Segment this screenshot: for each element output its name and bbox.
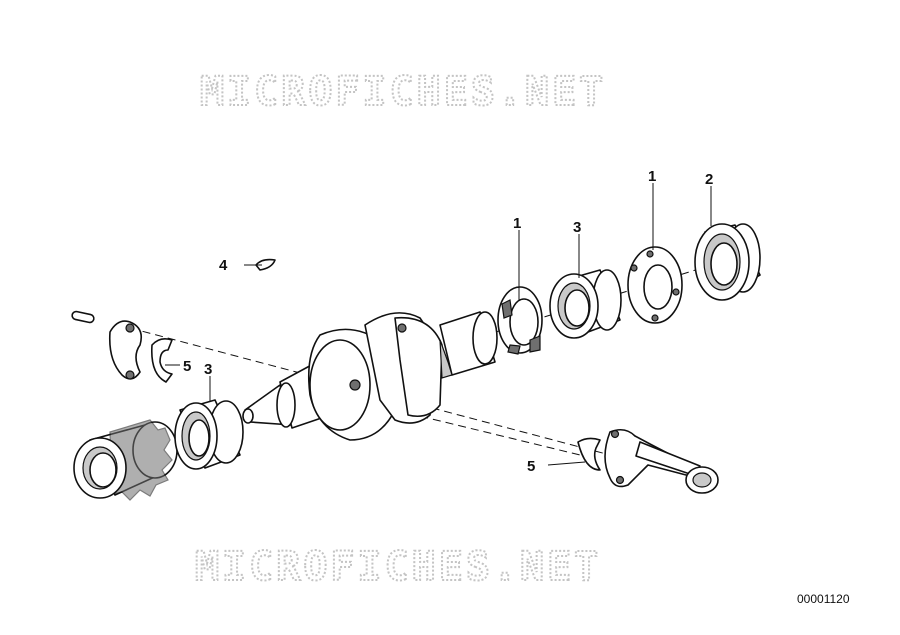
callout-3-main-bearing-front: 3 <box>204 361 212 378</box>
leader-lines <box>165 183 712 466</box>
conrod-bearing-cap <box>108 320 143 380</box>
shaft-seal <box>694 223 761 301</box>
callout-1-thrust-shell: 1 <box>513 215 521 232</box>
callout-5-bearing-shell-lower: 5 <box>527 458 535 475</box>
main-bearing-front <box>174 399 244 470</box>
callout-1-bearing-cover: 1 <box>648 168 656 185</box>
document-id: 00001120 <box>797 592 850 606</box>
crankshaft-sprocket <box>73 419 178 501</box>
crankshaft <box>242 311 498 441</box>
callout-2-shaft-seal: 2 <box>705 171 713 188</box>
bearing-cover <box>627 246 683 324</box>
dowel-pin <box>71 310 95 324</box>
callout-4-woodruff-key: 4 <box>219 257 228 274</box>
watermark-top: MICROFICHES.NET <box>200 69 606 115</box>
conrod-bearing-shell-upper <box>150 338 173 383</box>
connecting-rod <box>604 428 719 494</box>
conrod-bearing-shell-lower <box>577 437 601 471</box>
callout-3-main-bearing-rear: 3 <box>573 219 581 236</box>
watermark-bottom: MICROFICHES.NET <box>195 544 601 590</box>
thrust-bearing-shell <box>497 286 543 355</box>
callout-5-bearing-shell-upper: 5 <box>183 358 191 375</box>
woodruff-key <box>255 258 276 271</box>
main-bearing-rear <box>549 269 622 339</box>
